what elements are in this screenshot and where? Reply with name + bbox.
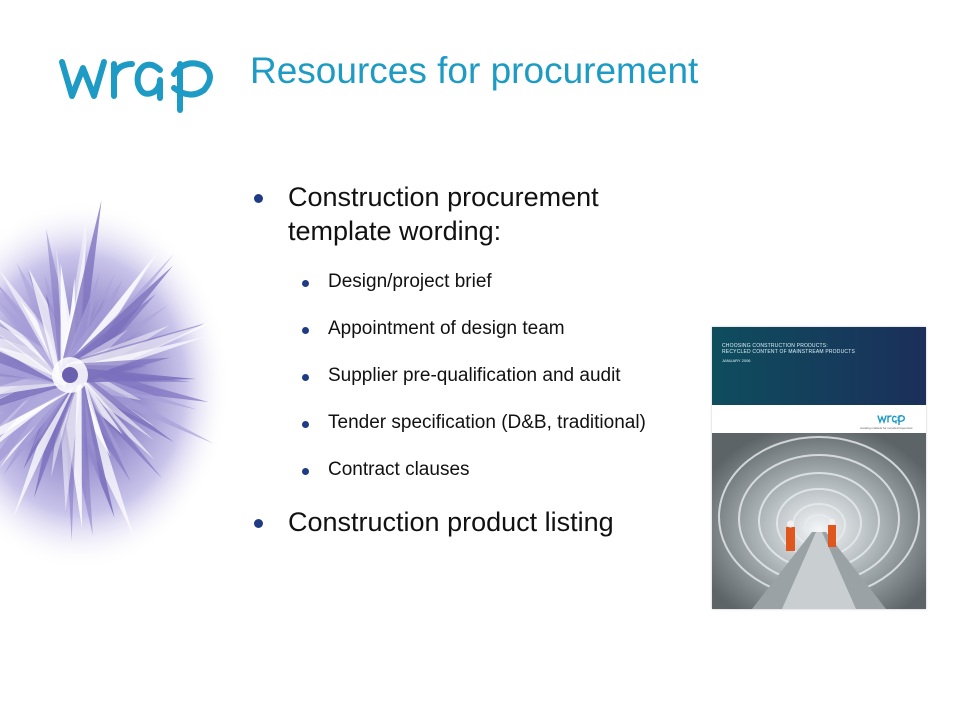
- sub-bullet-item: Design/project brief: [250, 270, 700, 294]
- sub-bullet-item: Appointment of design team: [250, 317, 700, 341]
- sub-bullet-item: Supplier pre-qualification and audit: [250, 364, 700, 388]
- sub-bullet-icon: [302, 421, 309, 428]
- cover-tagline: creating markets for recycled resources: [860, 426, 913, 430]
- sub-bullet-icon: [302, 280, 309, 287]
- bullet-icon: [254, 519, 263, 528]
- bullet-content: Construction procurement template wordin…: [250, 180, 700, 539]
- sub-bullet-icon: [302, 468, 309, 475]
- cover-wrap-logo: [877, 415, 905, 425]
- flower-spike: [67, 368, 215, 444]
- bullet-item-procurement: Construction procurement template wordin…: [250, 180, 700, 248]
- flower-spike: [69, 367, 196, 383]
- report-cover-image: CHOOSING CONSTRUCTION PRODUCTS: RECYCLED…: [712, 327, 926, 609]
- cover-date: JANUARY 2006: [722, 358, 751, 363]
- cover-title: CHOOSING CONSTRUCTION PRODUCTS: RECYCLED…: [722, 343, 855, 355]
- tunnel-photo: [712, 327, 926, 609]
- sub-bullet-list: Design/project brief Appointment of desi…: [250, 270, 700, 482]
- wrap-logo: [59, 59, 213, 113]
- flower-spike: [59, 200, 102, 378]
- flower-spike: [13, 371, 78, 518]
- sub-bullet-icon: [302, 374, 309, 381]
- sub-bullet-item: Tender specification (D&B, traditional): [250, 411, 700, 435]
- bullet-item-product-listing: Construction product listing: [250, 505, 700, 539]
- flower-spike: [65, 367, 174, 443]
- flower-spike: [60, 273, 100, 379]
- flower-graphic: [0, 200, 230, 570]
- sub-bullet-icon: [302, 327, 309, 334]
- bullet-icon: [254, 194, 263, 203]
- sub-bullet-item: Contract clauses: [250, 458, 700, 482]
- slide-title: Resources for procurement: [250, 50, 699, 91]
- flower-spike: [33, 372, 79, 499]
